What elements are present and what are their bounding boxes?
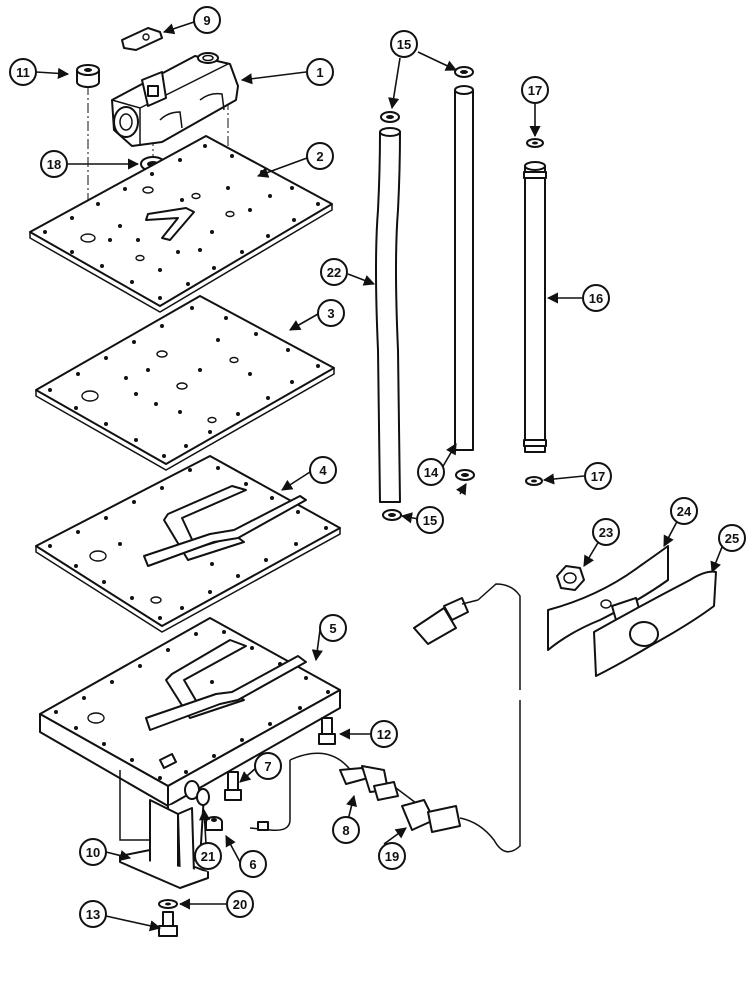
svg-text:12: 12 [377,727,391,742]
callout-14: 14 [417,458,445,486]
svg-text:3: 3 [327,306,334,321]
part-17-ring-b [525,476,543,486]
svg-text:23: 23 [599,525,613,540]
part-6-plug [205,816,223,831]
callout-13: 13 [79,900,107,928]
svg-text:20: 20 [233,897,247,912]
callout-15-top: 15 [390,30,418,58]
svg-text:16: 16 [589,291,603,306]
callout-15-bottom: 15 [416,506,444,534]
part-22-tube [375,127,401,503]
part-15-ring-c [382,509,402,521]
callout-7: 7 [254,752,282,780]
callout-4: 4 [309,456,337,484]
part-4-separator-plate [35,455,341,633]
part-21-ring [196,788,210,806]
callout-9: 9 [193,6,221,34]
svg-text:17: 17 [528,83,542,98]
callout-10: 10 [79,838,107,866]
svg-text:5: 5 [329,621,336,636]
svg-text:24: 24 [677,504,692,519]
svg-text:11: 11 [16,65,30,80]
svg-text:9: 9 [203,13,210,28]
callout-11: 11 [9,58,37,86]
callout-23: 23 [592,518,620,546]
callout-6: 6 [239,850,267,878]
callout-25: 25 [718,524,746,552]
callout-2: 2 [306,142,334,170]
part-19-harness [401,583,521,853]
part-16-tube [523,161,547,453]
callout-5: 5 [319,614,347,642]
svg-text:1: 1 [316,65,323,80]
leader-lines [35,21,725,932]
callout-16: 16 [582,284,610,312]
callout-17-bottom: 17 [584,462,612,490]
part-23-nut [556,565,585,591]
callout-21: 21 [194,842,222,870]
part-25-clamp [593,570,717,677]
callout-12: 12 [370,720,398,748]
part-3-plate [35,295,335,471]
svg-text:14: 14 [424,465,439,480]
callout-20: 20 [226,890,254,918]
part-12-bolt [318,717,336,745]
part-20-washer [158,899,178,909]
callout-18: 18 [40,150,68,178]
part-1-valve-body [111,52,239,147]
part-8-sensor [249,752,421,832]
callout-8: 8 [332,816,360,844]
svg-text:8: 8 [342,823,349,838]
callout-24: 24 [670,497,698,525]
part-13-bolt [158,911,178,937]
part-15-ring-a [454,66,474,78]
callout-22: 22 [320,258,348,286]
svg-text:25: 25 [725,531,739,546]
part-9-clip [121,27,163,51]
part-14-tube [454,85,474,451]
part-11-plug [76,64,100,88]
svg-text:18: 18 [47,157,61,172]
svg-text:17: 17 [591,469,605,484]
svg-text:15: 15 [423,513,437,528]
callout-3: 3 [317,299,345,327]
part-15-ring-d [455,469,475,481]
part-17-ring-a [526,138,544,148]
svg-text:6: 6 [249,857,256,872]
part-7-bolt [224,771,242,801]
svg-text:21: 21 [201,849,215,864]
svg-text:2: 2 [316,149,323,164]
svg-text:15: 15 [397,37,411,52]
svg-text:13: 13 [86,907,100,922]
callout-1: 1 [306,58,334,86]
callout-17-top: 17 [521,76,549,104]
svg-text:10: 10 [86,845,100,860]
part-15-ring-b [380,111,400,123]
svg-text:7: 7 [264,759,271,774]
svg-text:19: 19 [385,849,399,864]
svg-text:22: 22 [327,265,341,280]
part-2-gasket-plate [29,135,333,313]
callout-19: 19 [378,842,406,870]
svg-text:4: 4 [319,463,327,478]
